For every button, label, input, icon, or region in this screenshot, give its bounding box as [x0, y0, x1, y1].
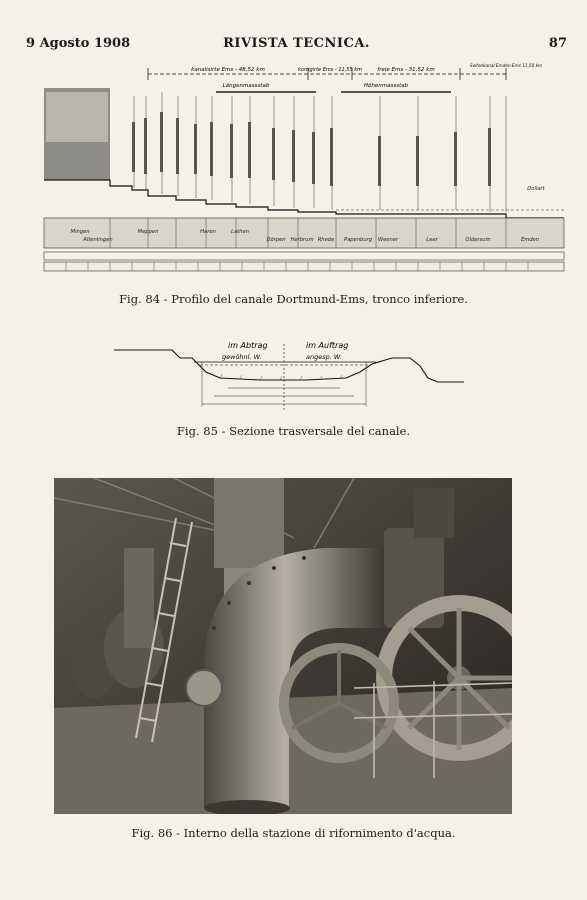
label-im-abtrag: im Abtrag	[228, 341, 268, 350]
fig84-profile-drawing: kanalisirte Ems - 48,52 km korrigirte Em…	[36, 62, 566, 280]
place-leer: Leer	[426, 237, 438, 243]
cross-section-svg: im Abtrag im Auftrag gewöhnl. W. angesp.…	[114, 341, 464, 412]
scale-length-label: Längenmassstab	[223, 83, 270, 89]
issue-date: 9 Agosto 1908	[26, 36, 131, 51]
pump-station-illustration	[54, 478, 512, 814]
fig85-caption: Fig. 85 - Sezione trasversale del canale…	[176, 424, 411, 438]
segment-label-freie: freie Ems - 31,52 km	[377, 67, 434, 73]
place-altenlingen: Altenlingen	[82, 237, 112, 243]
label-angesp-w: angesp. W.	[306, 353, 342, 361]
label-im-auftrag: im Auftrag	[306, 341, 348, 350]
segment-label-seitenkanal: Seitenkanal Emden-Ems 11,50 km	[470, 63, 542, 68]
place-rhede: Rhede	[318, 237, 335, 243]
scale-height-label: Höhenmassstab	[364, 83, 409, 89]
place-oldersum: Oldersum	[465, 237, 490, 243]
place-papenburg: Papenburg	[344, 237, 373, 243]
journal-title: RIVISTA TECNICA.	[223, 36, 370, 51]
fig86-caption: Fig. 86 - Interno della stazione di rifo…	[131, 826, 456, 840]
page-number: 87	[548, 36, 567, 51]
segment-label-korrigirte: korrigirte Ems - 11,55 km	[298, 67, 362, 73]
place-meppen: Meppen	[138, 229, 159, 235]
segment-label-kanalisirte: kanalisirte Ems - 48,52 km	[191, 67, 265, 73]
label-gewoehnl-w: gewöhnl. W.	[222, 353, 262, 361]
canal-profile-svg: kanalisirte Ems - 48,52 km korrigirte Em…	[43, 63, 565, 272]
place-lathen: Lathen	[231, 229, 249, 235]
place-weener: Weener	[378, 237, 399, 243]
place-haren: Haren	[200, 229, 216, 235]
place-herbrum: Herbrum	[291, 237, 314, 243]
fig84-caption: Fig. 84 - Profilo del canale Dortmund-Em…	[119, 292, 468, 306]
place-doerpen: Dörpen	[266, 237, 285, 243]
place-mingen: Mingen	[71, 229, 90, 235]
fig86-photograph	[54, 478, 512, 814]
place-emden: Emden	[521, 237, 539, 243]
running-header: 9 Agosto 1908 RIVISTA TECNICA. 87	[20, 36, 573, 54]
fig85-cross-section-drawing: im Abtrag im Auftrag gewöhnl. W. angesp.…	[110, 336, 470, 416]
place-dollart: Dollart	[527, 186, 545, 192]
